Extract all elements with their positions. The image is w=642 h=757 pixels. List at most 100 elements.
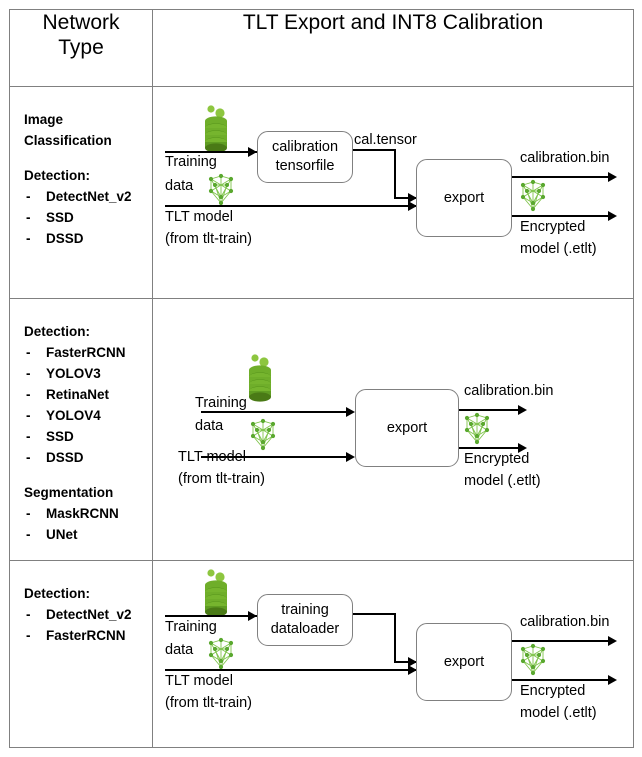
dash-bullet: - <box>26 387 31 402</box>
cal-tensor-line-h1 <box>353 149 395 151</box>
list-item-label: YOLOV4 <box>46 408 101 423</box>
list-item-label: MaskRCNN <box>46 506 119 521</box>
calibration-tensorfile-line2: tensorfile <box>275 158 335 174</box>
dash-bullet: - <box>26 450 31 465</box>
list-item: -DSSD <box>24 447 152 468</box>
arrow-calibration-bin-line <box>512 640 615 642</box>
label-training-data-line2: data <box>165 642 194 658</box>
label-training-data-line2: data <box>195 418 224 434</box>
type-heading: Image <box>24 112 64 127</box>
export-node[interactable]: export <box>416 159 512 237</box>
network-type-cell-2: Detection: -FasterRCNN -YOLOV3 -RetinaNe… <box>9 298 153 561</box>
network-export-matrix: Network Type TLT Export and INT8 Calibra… <box>9 9 634 748</box>
neural-network-icon <box>203 171 239 211</box>
arrow-encrypted-model-line <box>512 215 615 217</box>
export-node[interactable]: export <box>355 389 459 467</box>
diagram-canvas-3: Training data training dataloader <box>153 561 634 747</box>
neural-network-icon <box>203 635 239 675</box>
neural-network-icon <box>245 416 281 456</box>
label-training-data-line1: Training <box>165 154 217 170</box>
label-encrypted-model-line2: model (.etlt) <box>520 241 597 257</box>
type-items: -MaskRCNN -UNet <box>24 503 152 545</box>
type-heading: Detection: <box>24 586 91 601</box>
dataloader-export-line-h1 <box>353 613 395 615</box>
header-tlt-export-label: TLT Export and INT8 Calibration <box>242 11 544 34</box>
arrow-tlt-model-line <box>165 205 417 207</box>
list-item-label: SSD <box>46 429 74 444</box>
dash-bullet: - <box>26 366 31 381</box>
export-node-label: export <box>386 419 428 436</box>
label-training-data-line2: data <box>165 178 194 194</box>
dash-bullet: - <box>26 429 31 444</box>
type-heading: Detection: <box>24 168 91 183</box>
diagram-cell-3: Training data training dataloader <box>152 560 634 748</box>
database-icon <box>197 103 235 155</box>
label-encrypted-model-line1: Encrypted <box>464 451 530 467</box>
dataloader-export-line-h2 <box>394 661 417 663</box>
table-row: Detection: -FasterRCNN -YOLOV3 -RetinaNe… <box>9 298 634 561</box>
network-type-cell-1: Image Classification Detection: -DetectN… <box>9 86 153 299</box>
type-heading: Detection: <box>24 324 91 339</box>
neural-network-icon <box>515 641 551 681</box>
network-type-cell-3: Detection: -DetectNet_v2 -FasterRCNN <box>9 560 153 748</box>
diagram-canvas-2: Training data TLT model (from tlt-train)… <box>153 299 634 560</box>
dash-bullet: - <box>26 189 31 204</box>
arrow-training-data-line <box>165 151 257 153</box>
network-type-list-3: Detection: -DetectNet_v2 -FasterRCNN <box>10 561 152 656</box>
table-row: Image Classification Detection: -DetectN… <box>9 86 634 299</box>
label-encrypted-model-line1: Encrypted <box>520 219 586 235</box>
label-tlt-model-line2: (from tlt-train) <box>165 695 252 711</box>
cal-tensor-line-h2 <box>394 197 417 199</box>
list-item-label: YOLOV3 <box>46 366 101 381</box>
export-node[interactable]: export <box>416 623 512 701</box>
list-item: -DetectNet_v2 <box>24 186 152 207</box>
list-item: -FasterRCNN <box>24 625 152 646</box>
network-type-list-2: Detection: -FasterRCNN -YOLOV3 -RetinaNe… <box>10 299 152 555</box>
arrow-training-data-line <box>201 411 353 413</box>
dash-bullet: - <box>26 506 31 521</box>
diagram-canvas-1: Training data calibration tensorfile <box>153 87 634 296</box>
type-items: -DetectNet_v2 -FasterRCNN <box>24 604 152 646</box>
table-header-row: Network Type TLT Export and INT8 Calibra… <box>9 9 634 87</box>
cal-tensor-line-v <box>394 149 396 198</box>
dash-bullet: - <box>26 628 31 643</box>
label-tlt-model-line2: (from tlt-train) <box>165 231 252 247</box>
header-tlt-export: TLT Export and INT8 Calibration <box>152 9 634 87</box>
cal-tensor-arrow-head <box>408 193 417 203</box>
dash-bullet: - <box>26 210 31 225</box>
label-training-data-line1: Training <box>165 619 217 635</box>
list-item: -SSD <box>24 426 152 447</box>
spacer <box>24 151 152 165</box>
export-node-label: export <box>443 653 485 670</box>
calibration-tensorfile-node[interactable]: calibration tensorfile <box>257 131 353 183</box>
list-item: -FasterRCNN <box>24 342 152 363</box>
list-item-label: SSD <box>46 210 74 225</box>
arrow-calibration-bin-line <box>512 176 615 178</box>
list-item: -YOLOV3 <box>24 363 152 384</box>
arrow-calibration-bin-head <box>608 636 617 646</box>
list-item: -RetinaNet <box>24 384 152 405</box>
training-dataloader-node[interactable]: training dataloader <box>257 594 353 646</box>
type-group: Detection: -FasterRCNN -YOLOV3 -RetinaNe… <box>24 321 152 468</box>
type-group: Detection: -DetectNet_v2 -FasterRCNN <box>24 583 152 646</box>
training-dataloader-line2: dataloader <box>270 621 340 637</box>
type-items: -DetectNet_v2 -SSD -DSSD <box>24 186 152 249</box>
calibration-tensorfile-line1: calibration <box>271 139 339 155</box>
diagram-cell-1: Training data calibration tensorfile <box>152 86 634 299</box>
neural-network-icon <box>515 177 551 217</box>
type-items: -FasterRCNN -YOLOV3 -RetinaNet -YOLOV4 -… <box>24 342 152 468</box>
label-tlt-model-line1: TLT model <box>165 673 233 689</box>
header-network-type-line1: Network <box>42 11 120 34</box>
label-encrypted-model-line2: model (.etlt) <box>464 473 541 489</box>
dash-bullet: - <box>26 231 31 246</box>
list-item-label: RetinaNet <box>46 387 110 402</box>
list-item: -SSD <box>24 207 152 228</box>
dash-bullet: - <box>26 408 31 423</box>
arrow-encrypted-model-head <box>518 443 527 453</box>
label-calibration-bin: calibration.bin <box>520 150 610 166</box>
label-training-data-line1: Training <box>195 395 247 411</box>
arrow-tlt-model-head <box>408 201 417 211</box>
dash-bullet: - <box>26 527 31 542</box>
table-row: Detection: -DetectNet_v2 -FasterRCNN <box>9 560 634 748</box>
